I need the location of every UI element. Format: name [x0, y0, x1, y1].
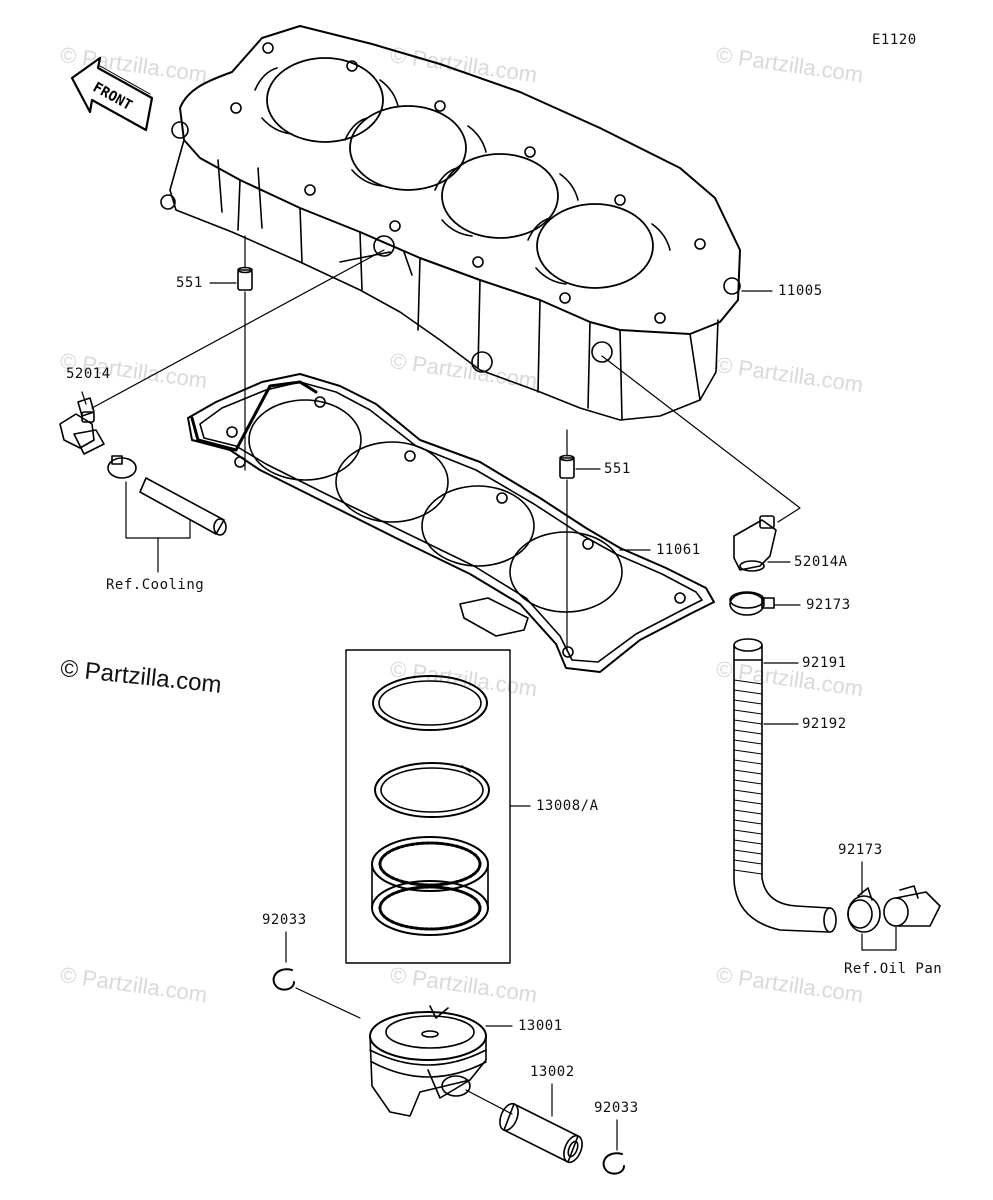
- part-label-fitting-left[interactable]: 52014: [66, 366, 111, 382]
- part-label-hose-tube[interactable]: 92192: [802, 716, 847, 732]
- ref-cooling-label: Ref.Cooling: [106, 577, 205, 593]
- diagram-code: E1120: [872, 32, 917, 48]
- part-label-cylinder[interactable]: 11005: [778, 283, 823, 299]
- part-label-snap-ring-right[interactable]: 92033: [594, 1100, 639, 1116]
- part-label-hose[interactable]: 92191: [802, 655, 847, 671]
- piston-pin: [499, 1102, 583, 1164]
- cylinder-block: [160, 25, 741, 421]
- part-label-dowel-upper[interactable]: 551: [176, 275, 203, 291]
- fitting-left: [59, 397, 105, 455]
- front-arrow-icon: FRONT: [70, 56, 154, 132]
- part-label-dowel-lower[interactable]: 551: [604, 461, 631, 477]
- part-label-fitting-right[interactable]: 52014A: [794, 554, 848, 570]
- piston-ring-set: [345, 649, 511, 964]
- dowel-pin-upper: [237, 266, 253, 291]
- part-label-clamp-upper[interactable]: 92173: [806, 597, 851, 613]
- part-label-piston-pin[interactable]: 13002: [530, 1064, 575, 1080]
- part-label-piston[interactable]: 13001: [518, 1018, 563, 1034]
- hose-clamp-upper: [729, 591, 775, 616]
- fitting-right: [733, 515, 777, 572]
- dowel-pin-lower: [559, 454, 575, 479]
- oil-hose: [733, 638, 837, 933]
- head-gasket: [187, 373, 715, 673]
- part-label-ring-set[interactable]: 13008/A: [536, 798, 599, 814]
- part-label-clamp-lower[interactable]: 92173: [838, 842, 883, 858]
- piston: [369, 1005, 487, 1117]
- part-label-snap-ring-left[interactable]: 92033: [262, 912, 307, 928]
- oil-pan-fitting: [883, 885, 941, 927]
- snap-ring-left: [272, 968, 295, 991]
- snap-ring-right: [602, 1152, 625, 1175]
- ref-oil-pan-label: Ref.Oil Pan: [844, 961, 943, 977]
- part-label-gasket[interactable]: 11061: [656, 542, 701, 558]
- hose-clamp-lower: [847, 887, 881, 933]
- cooling-hose-ref: [107, 455, 227, 536]
